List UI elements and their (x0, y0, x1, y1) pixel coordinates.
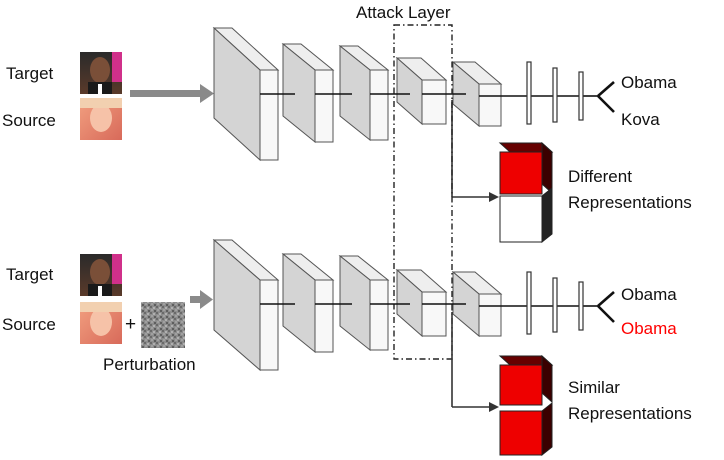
top-conv-layer-4-attacked (395, 56, 448, 126)
top-target-face-image (80, 52, 122, 94)
top-output-1: Obama (621, 73, 677, 92)
bottom-output-2: Obama (621, 319, 677, 338)
bottom-layer-connectors (260, 303, 598, 307)
top-output-fork (597, 81, 615, 113)
perturbation-noise-image (141, 302, 185, 348)
bottom-conv-layer-3 (338, 254, 390, 352)
top-conv-layer-1 (212, 26, 280, 162)
top-output-2: Kova (621, 110, 660, 129)
top-representation-label-2: Representations (568, 193, 692, 212)
bottom-source-label: Source (2, 315, 56, 334)
bottom-conv-layer-4-attacked (395, 268, 448, 338)
perturbation-label: Perturbation (103, 355, 196, 374)
bottom-target-label: Target (6, 265, 54, 284)
bottom-output-fork (597, 291, 615, 323)
top-source-face-image (80, 98, 122, 140)
bottom-representation-label-1: Similar (568, 378, 620, 397)
bottom-target-face-image (80, 254, 122, 296)
top-conv-layer-2 (281, 42, 335, 144)
plus-sign: + (125, 314, 136, 335)
top-representation-label-1: Different (568, 167, 632, 186)
top-representation-white-cube (499, 186, 553, 244)
attack-layer-label: Attack Layer (356, 3, 451, 22)
top-fc-layers (526, 61, 584, 125)
top-source-label: Source (2, 111, 56, 130)
top-layer-connectors (260, 93, 598, 97)
bottom-conv-layer-2 (281, 252, 335, 354)
top-target-label: Target (6, 64, 54, 83)
bottom-source-face-image (80, 302, 122, 344)
top-representation-red-cube (498, 141, 554, 195)
bottom-fc-layers (526, 271, 584, 335)
bottom-representation-label-2: Representations (568, 404, 692, 423)
bottom-branch-arrows (451, 312, 499, 412)
bottom-input-arrow (190, 290, 213, 309)
bottom-conv-layer-1 (212, 238, 280, 372)
top-input-arrow (130, 84, 214, 103)
bottom-output-1: Obama (621, 285, 677, 304)
top-conv-layer-3 (338, 44, 390, 142)
bottom-representation-red-cube-1 (498, 354, 554, 406)
attack-layer-box (393, 24, 453, 360)
bottom-representation-red-cube-2 (499, 401, 553, 457)
